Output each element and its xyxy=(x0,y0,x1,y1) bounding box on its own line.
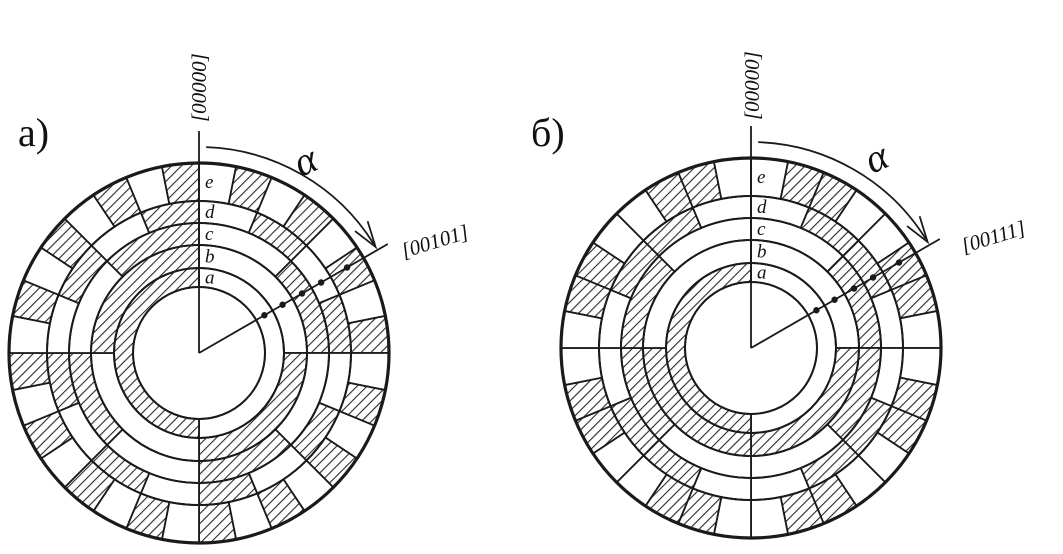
ring-letter-a: a xyxy=(205,268,215,289)
ring-letter-c: c xyxy=(757,219,766,240)
angle-code-label-b: [00111] xyxy=(958,216,1028,258)
ray-contact-dot xyxy=(850,285,858,292)
ray-contact-dot xyxy=(298,290,306,297)
ring-letter-b: b xyxy=(205,247,215,268)
ring-letter-d: d xyxy=(205,202,215,223)
ring-letter-b: b xyxy=(757,242,767,263)
ray-contact-dot xyxy=(869,274,877,281)
disk-segment-e-31 xyxy=(712,157,752,200)
ray-contact-dot xyxy=(317,279,325,286)
gray-code-disk xyxy=(559,156,943,540)
disk-segment-e-7 xyxy=(347,314,390,354)
disk-segment-e-31 xyxy=(160,162,200,205)
angle-alpha-label-a: α xyxy=(286,135,324,185)
angle-reading-ray xyxy=(750,238,941,349)
angle-reading-ray xyxy=(198,243,389,354)
binary-code-disk xyxy=(7,161,391,545)
disk-segment-e-15 xyxy=(750,496,790,539)
top-code-label-a: [00000] xyxy=(187,53,211,122)
ring-letter-e: e xyxy=(757,167,765,188)
panel-b-label: б) xyxy=(531,110,565,155)
angle-arc xyxy=(758,141,927,240)
ray-contact-dot xyxy=(343,264,351,271)
disk-segment-e-7 xyxy=(899,309,942,349)
top-code-label-b: [00000] xyxy=(740,51,764,120)
angle-arc xyxy=(206,146,375,245)
ring-letter-c: c xyxy=(205,224,214,245)
disk-segment-e-23 xyxy=(560,347,603,387)
disk-segment-e-15 xyxy=(198,501,238,544)
ray-contact-dot xyxy=(831,296,838,303)
ring-letter-d: d xyxy=(757,197,767,218)
angle-arrowhead xyxy=(906,215,930,245)
panel-a-label: а) xyxy=(18,110,49,155)
ray-contact-dot xyxy=(261,312,268,319)
ring-letter-e: e xyxy=(205,172,213,193)
ray-contact-dot xyxy=(813,307,820,314)
disk-segment-e-23 xyxy=(8,352,51,392)
ray-contact-dot xyxy=(279,301,286,308)
angle-code-label-a: [00101] xyxy=(398,220,471,263)
ray-contact-dot xyxy=(895,259,903,266)
angle-arrowhead xyxy=(354,220,378,250)
ring-letter-a: a xyxy=(757,263,767,284)
